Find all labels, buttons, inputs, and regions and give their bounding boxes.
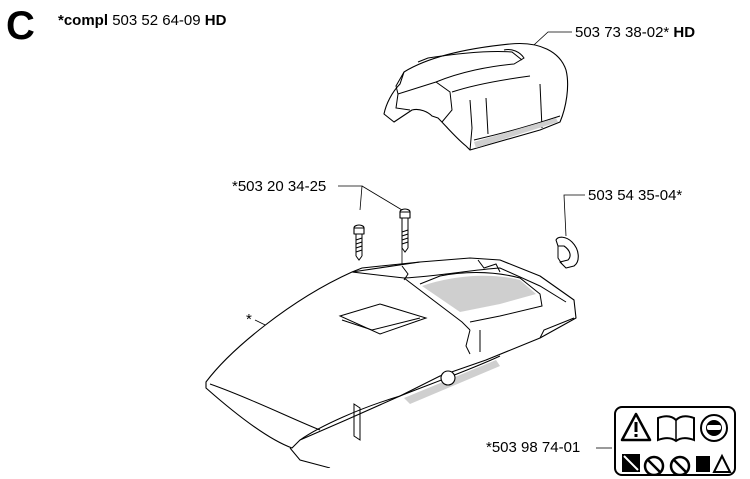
screw-left bbox=[353, 224, 365, 261]
manual-book-icon bbox=[657, 415, 695, 443]
assembly-suffix: HD bbox=[204, 12, 227, 29]
no-kickback-icon bbox=[643, 455, 691, 477]
leader-screw-right bbox=[361, 185, 403, 211]
assembly-prefix: *compl bbox=[58, 12, 109, 29]
assembly-number: 503 52 64-09 bbox=[112, 12, 201, 29]
leader-screw-left bbox=[338, 185, 363, 211]
leader-clip bbox=[563, 194, 585, 237]
safety-decal bbox=[614, 406, 736, 477]
screw-label: *503 20 34-25 bbox=[232, 178, 327, 195]
top-cover-suffix: HD bbox=[673, 24, 696, 41]
protective-gear-icon bbox=[696, 453, 732, 473]
no-one-hand-icon bbox=[622, 454, 640, 472]
clip-label: 503 54 35-04* bbox=[588, 187, 683, 204]
main-cover-part bbox=[205, 257, 577, 468]
screw-right bbox=[399, 208, 411, 253]
top-cover-number: 503 73 38-02* bbox=[575, 24, 670, 41]
decal-label: *503 98 74-01 bbox=[486, 439, 581, 456]
top-cover-label: 503 73 38-02* HD bbox=[575, 24, 695, 42]
main-cover-marker: * bbox=[246, 311, 252, 328]
exploded-parts-drawing bbox=[205, 31, 612, 468]
ear-protection-icon bbox=[700, 414, 728, 442]
warning-triangle-icon bbox=[620, 412, 652, 442]
assembly-header: *compl 503 52 64-09 HD bbox=[58, 12, 226, 30]
clip-part bbox=[555, 236, 579, 269]
safety-decal-icons bbox=[620, 412, 732, 477]
section-letter: C bbox=[6, 4, 35, 48]
top-cover-part bbox=[383, 42, 569, 151]
